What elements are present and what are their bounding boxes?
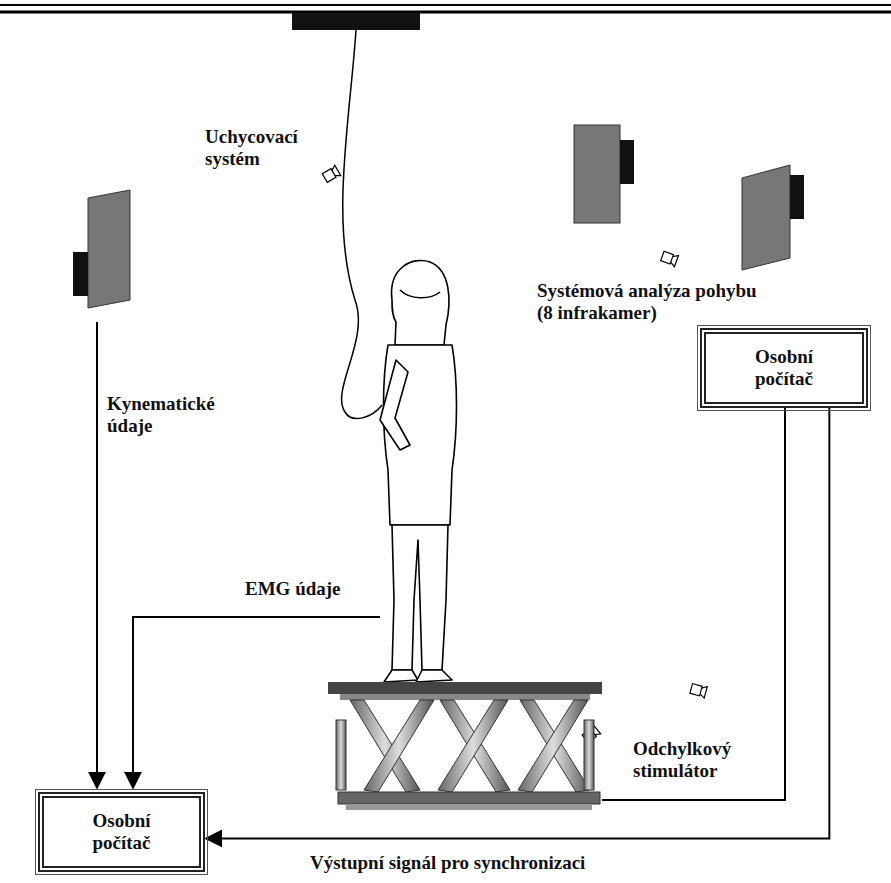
test-person	[380, 261, 457, 682]
node-text: Osobní počítač	[732, 346, 836, 390]
computer-box: Osobní počítač	[38, 792, 205, 872]
infrared-camera	[73, 190, 130, 308]
ceiling	[0, 5, 891, 30]
infrared-camera	[742, 165, 804, 270]
perturbation-platform	[328, 682, 602, 810]
infrared-camera	[574, 125, 634, 223]
kinematic-wire	[96, 322, 98, 788]
annotation-label: EMG údaje	[245, 578, 341, 600]
sync-signal-line	[206, 408, 829, 838]
edge-label: Výstupní signál pro synchronizaci	[310, 852, 585, 874]
emg-wire	[133, 617, 380, 788]
annotation-label: Odchylkový stimulátor	[633, 738, 768, 782]
harness-rope	[342, 30, 382, 418]
annotation-label: Uchycovací systém	[205, 126, 320, 170]
camera-icon	[322, 165, 707, 743]
computer-box: Osobní počítač	[700, 328, 868, 408]
annotation-label: Kynematické údaje	[107, 393, 232, 437]
node-text: Osobní počítač	[70, 810, 173, 854]
annotation-label: Systémová analýza pohybu (8 infrakamer)	[537, 280, 762, 324]
control-wire	[602, 405, 785, 800]
